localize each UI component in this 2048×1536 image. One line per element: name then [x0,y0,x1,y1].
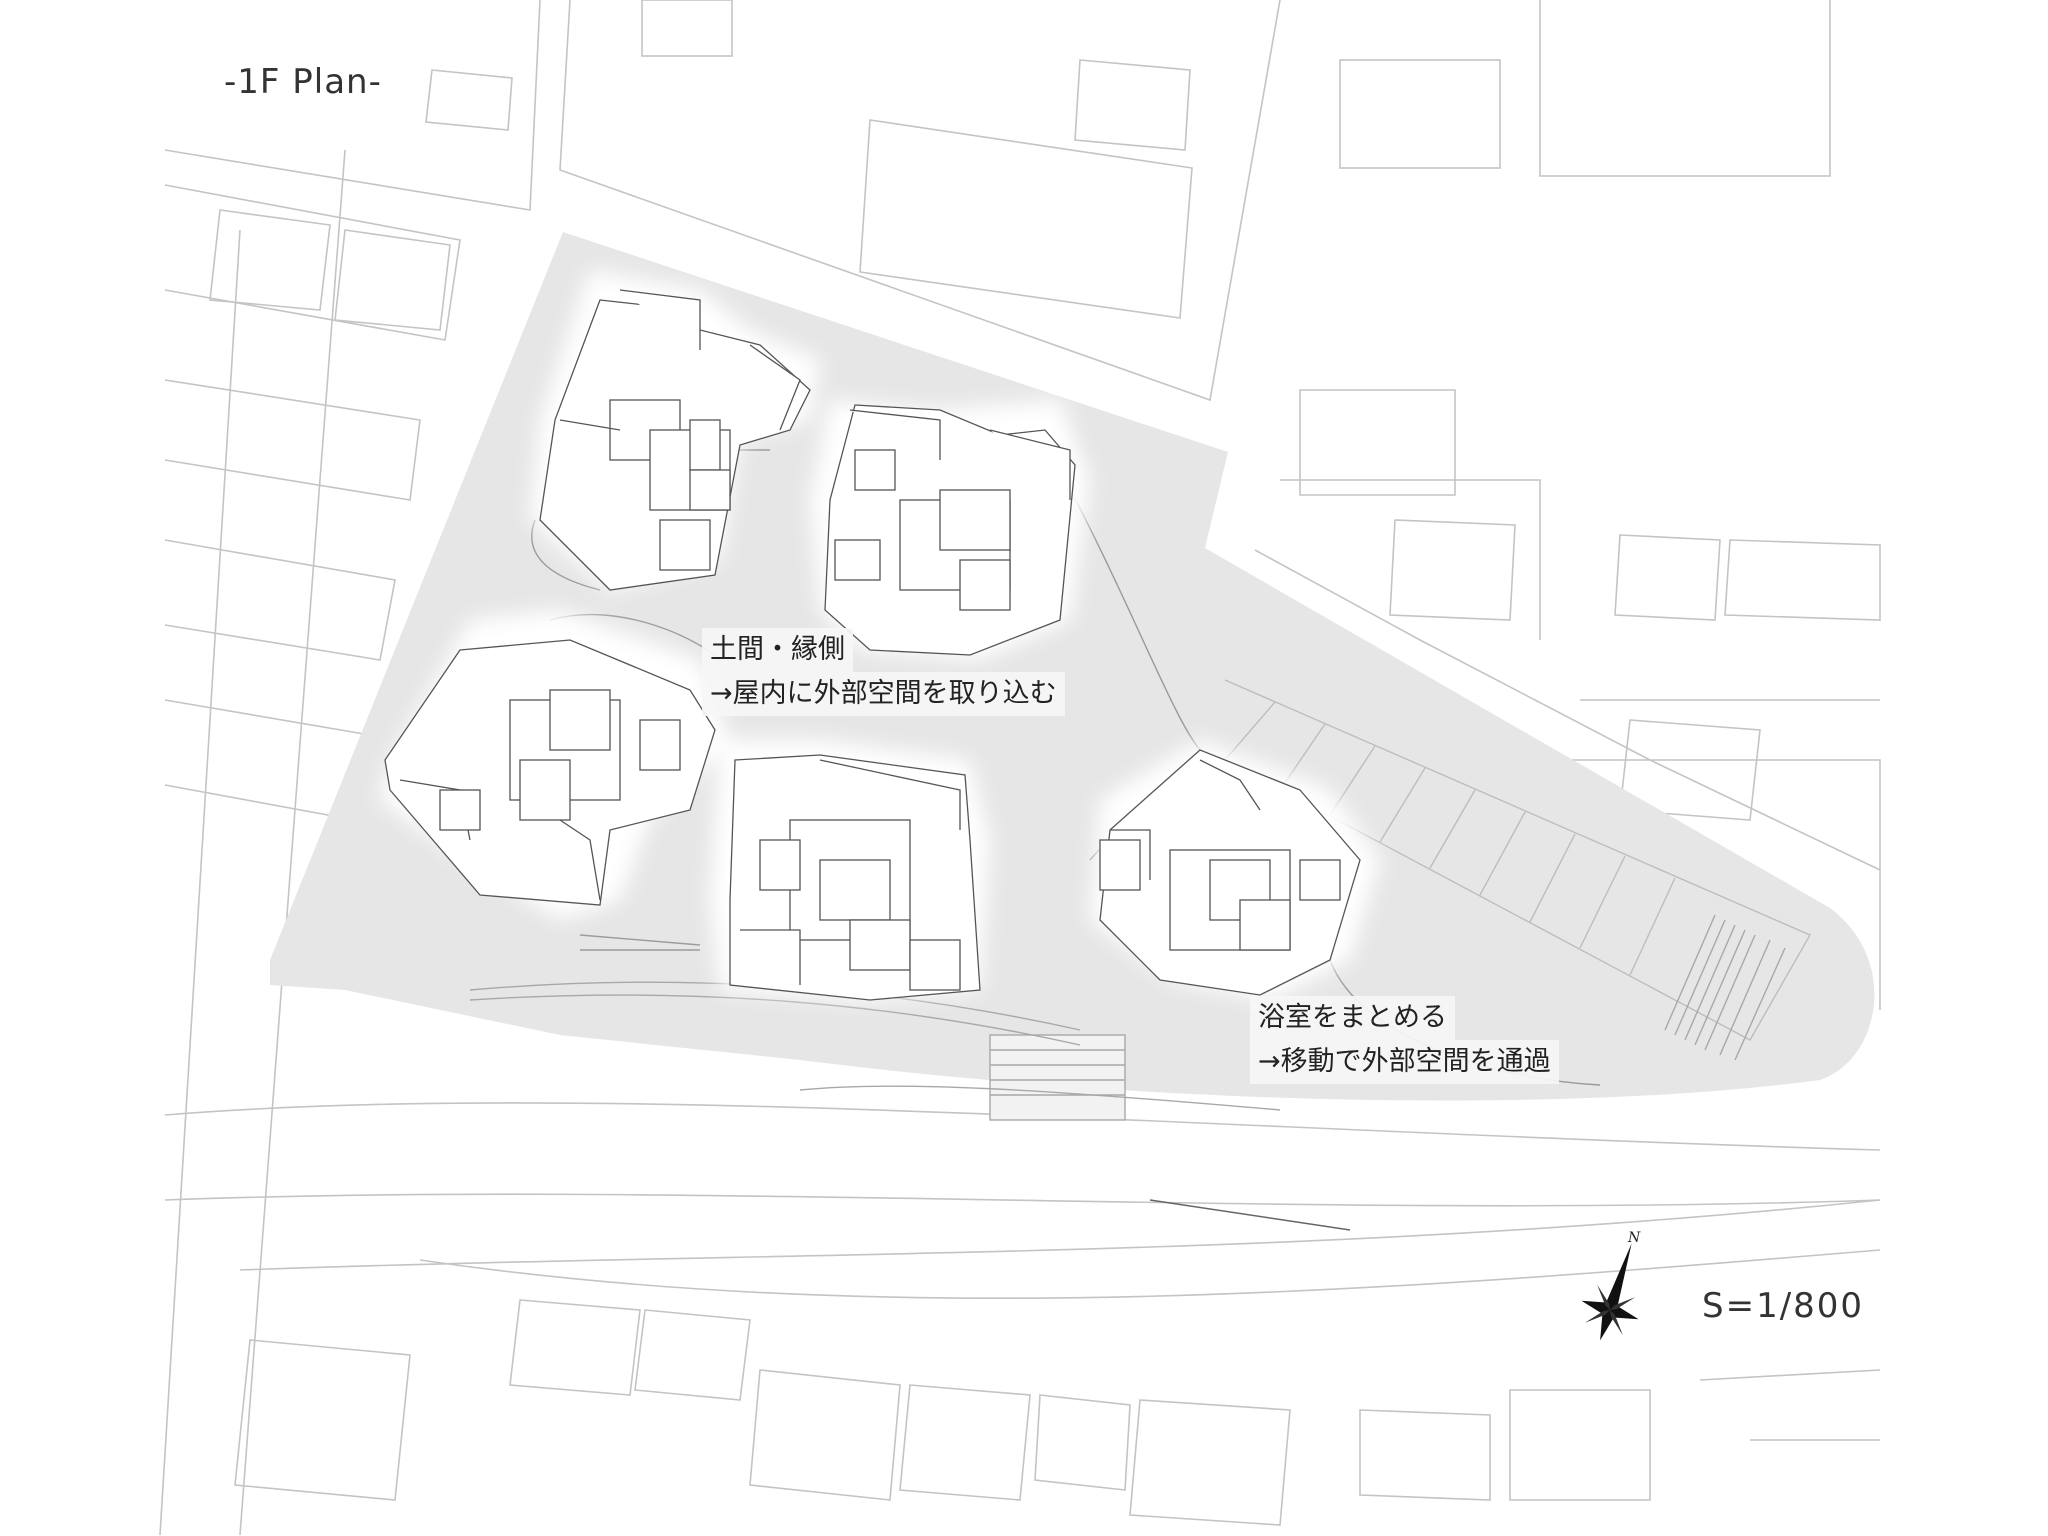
building-e [1099,749,1361,996]
compass-star-icon [1581,1243,1639,1341]
annotation-bath: 浴室をまとめる →移動で外部空間を通過 [1250,996,1559,1084]
context-buildings [159,0,1881,1536]
annotation-bath-line1: 浴室をまとめる [1250,996,1455,1040]
annotation-doma-line2: →屋内に外部空間を取り込む [702,672,1065,716]
stairs [469,914,1786,1121]
annotation-doma-line1: 土間・縁側 [702,628,853,672]
parking-strip [1224,679,1811,1041]
annotation-doma: 土間・縁側 →屋内に外部空間を取り込む [702,628,1065,716]
building-c [384,639,716,906]
building-b [824,404,1076,656]
north-label: N [1628,1230,1641,1246]
scale-label: S=1/800 [1702,1286,1865,1326]
annotation-bath-line2: →移動で外部空間を通過 [1250,1040,1559,1084]
building-a [539,289,811,591]
building-d [729,754,981,1001]
plan-title: -1F Plan- [224,62,382,102]
